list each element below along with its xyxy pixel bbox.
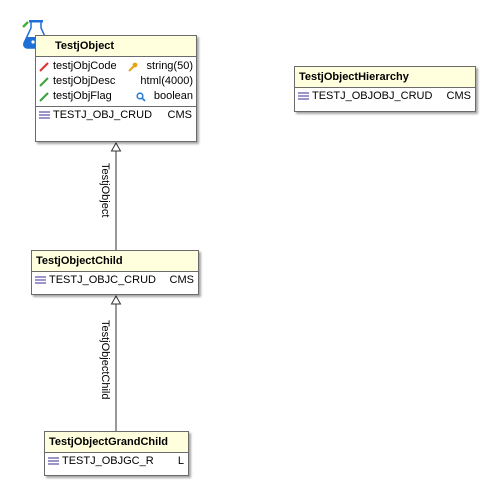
link-label: TestjObjectChild (99, 320, 111, 400)
entity-testj-object-hierarchy[interactable]: TestjObjectHierarchy TESTJ_OBJOBJ_CRUD C… (294, 66, 476, 112)
operation-name: TESTJ_OBJOBJ_CRUD (312, 90, 433, 102)
entity-title: TestjObjectGrandChild (45, 432, 188, 453)
operation-list: TESTJ_OBJGC_R L (45, 453, 188, 470)
operation-list: TESTJ_OBJ_CRUD CMS (36, 107, 196, 124)
search-icon (136, 92, 146, 102)
attribute-type: boolean (153, 90, 193, 102)
entity-testj-object-child[interactable]: TestjObjectChild TESTJ_OBJC_CRUD CMS (31, 250, 199, 295)
attribute-type: string(50) (146, 60, 193, 72)
operation-icon (48, 457, 59, 465)
attribute-name: testjObjFlag (53, 90, 112, 102)
link-label: TestjObject (99, 163, 111, 218)
operation-list: TESTJ_OBJOBJ_CRUD CMS (295, 88, 475, 105)
operation-row[interactable]: TESTJ_OBJC_CRUD CMS (32, 273, 198, 287)
operation-icon (39, 111, 50, 119)
operation-extra: CMS (446, 90, 471, 102)
attribute-row[interactable]: testjObjDesc html(4000) (36, 74, 196, 89)
operation-extra: CMS (167, 109, 192, 121)
entity-title: TestjObject (36, 36, 196, 57)
operation-extra: L (177, 455, 184, 467)
attribute-type: html(4000) (140, 75, 193, 87)
operation-row[interactable]: TESTJ_OBJ_CRUD CMS (36, 108, 196, 122)
entity-testj-object[interactable]: TestjObject testjObjCode string(50) test… (35, 35, 197, 142)
operation-name: TESTJ_OBJGC_R (62, 455, 154, 467)
pencil-green-icon (39, 77, 49, 87)
operation-row[interactable]: TESTJ_OBJOBJ_CRUD CMS (295, 89, 475, 103)
pencil-green-icon (39, 92, 49, 102)
attribute-name: testjObjCode (53, 60, 117, 72)
entity-title: TestjObjectChild (32, 251, 198, 272)
attribute-row[interactable]: testjObjFlag boolean (36, 89, 196, 104)
operation-list: TESTJ_OBJC_CRUD CMS (32, 272, 198, 289)
inheritance-arrowhead (110, 141, 122, 152)
operation-icon (35, 276, 46, 284)
attribute-list: testjObjCode string(50) testjObjDesc htm… (36, 57, 196, 107)
attribute-row[interactable]: testjObjCode string(50) (36, 59, 196, 74)
attribute-name: testjObjDesc (53, 75, 116, 87)
operation-name: TESTJ_OBJ_CRUD (53, 109, 153, 121)
operation-name: TESTJ_OBJC_CRUD (49, 274, 156, 286)
operation-row[interactable]: TESTJ_OBJGC_R L (45, 454, 188, 468)
inheritance-arrowhead (110, 294, 122, 305)
operation-extra: CMS (169, 274, 194, 286)
link-grandchild-to-child (110, 294, 122, 432)
entity-testj-object-grand-child[interactable]: TestjObjectGrandChild TESTJ_OBJGC_R L (44, 431, 189, 476)
key-icon (128, 62, 138, 72)
pencil-red-icon (39, 62, 49, 72)
operation-icon (298, 92, 309, 100)
entity-title: TestjObjectHierarchy (295, 67, 475, 88)
link-child-to-object (110, 141, 122, 251)
